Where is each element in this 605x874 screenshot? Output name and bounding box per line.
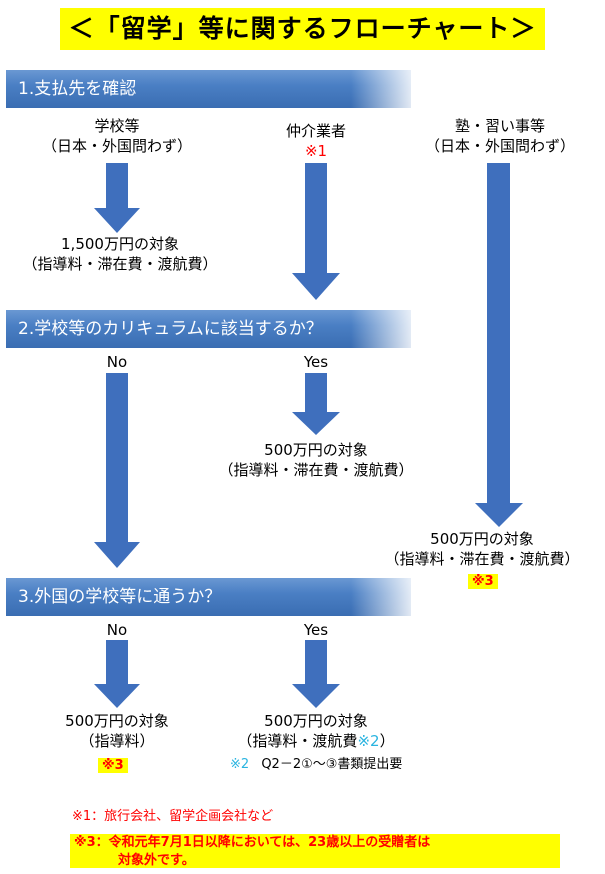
step2-yes-label: Yes [303, 353, 329, 371]
school-label: 学校等 [94, 117, 140, 135]
step3-yes-label: Yes [303, 621, 329, 639]
footnote-3-box: ※3：令和元年7月1日以降においては、23歳以上の受贈者は 対象外です。 [70, 834, 560, 868]
arrow-step3-no-down [94, 640, 140, 708]
note2-text: Q2－2①～③書類提出要 [261, 757, 403, 772]
step3-no-result-amount: 500万円の対象 [65, 712, 169, 730]
step3-yes-result-items-text: （指導料・渡航費 [237, 732, 358, 750]
arrow-step2-no-down [94, 373, 140, 568]
cram-result-amount: 500万円の対象 [430, 530, 534, 548]
school-result-items: （指導料・滞在費・渡航費） [22, 255, 218, 273]
agent-note-mark: ※1 [304, 142, 328, 160]
step2-yes-result-items: （指導料・滞在費・渡航費） [218, 461, 414, 479]
footnote-1: ※1：旅行会社、留学企画会社など [72, 809, 274, 824]
school-result-amount: 1,500万円の対象 [61, 235, 179, 253]
page-title: ＜「留学」等に関するフローチャート＞ [60, 8, 545, 50]
school-label-sub: （日本・外国問わず） [41, 137, 192, 155]
step2-yes-result-amount: 500万円の対象 [264, 441, 368, 459]
arrow-step3-yes-down [292, 640, 340, 708]
step2-header: 2.学校等のカリキュラムに該当するか？ [6, 310, 411, 348]
step1-header: 1.支払先を確認 [6, 70, 411, 108]
footnote-3-line2: 対象外です。 [118, 853, 195, 868]
step3-header: 3.外国の学校等に通うか？ [6, 578, 411, 616]
agent-label: 仲介業者 [285, 122, 346, 140]
step3-yes-result-amount: 500万円の対象 [264, 712, 368, 730]
note2: ※2 Q2－2①～③書類提出要 [230, 756, 402, 774]
step3-no-label: No [106, 621, 128, 639]
note2-mark: ※2 [230, 757, 250, 772]
step3-yes-result-items: （指導料・渡航費※2） [216, 731, 416, 751]
cram-label: 塾・習い事等 [454, 117, 545, 135]
cram-result-items: （指導料・滞在費・渡航費） [384, 550, 580, 568]
step3-no-result-note-mark: ※3 [98, 758, 128, 773]
arrow-step2-yes-down [292, 373, 340, 435]
step3-yes-result-items-close: ） [379, 732, 395, 750]
arrow-agent-down [292, 163, 340, 300]
step2-no-label: No [106, 353, 128, 371]
step3-no-result-items: （指導料） [79, 732, 155, 750]
footnote-3-line1: ※3：令和元年7月1日以降においては、23歳以上の受贈者は [74, 835, 431, 850]
cram-label-sub: （日本・外国問わず） [424, 137, 575, 155]
arrow-cram-down [475, 163, 523, 527]
arrow-school-down [94, 163, 140, 233]
step3-yes-note-ref: ※2 [357, 732, 380, 750]
cram-result-note-mark: ※3 [468, 574, 498, 589]
